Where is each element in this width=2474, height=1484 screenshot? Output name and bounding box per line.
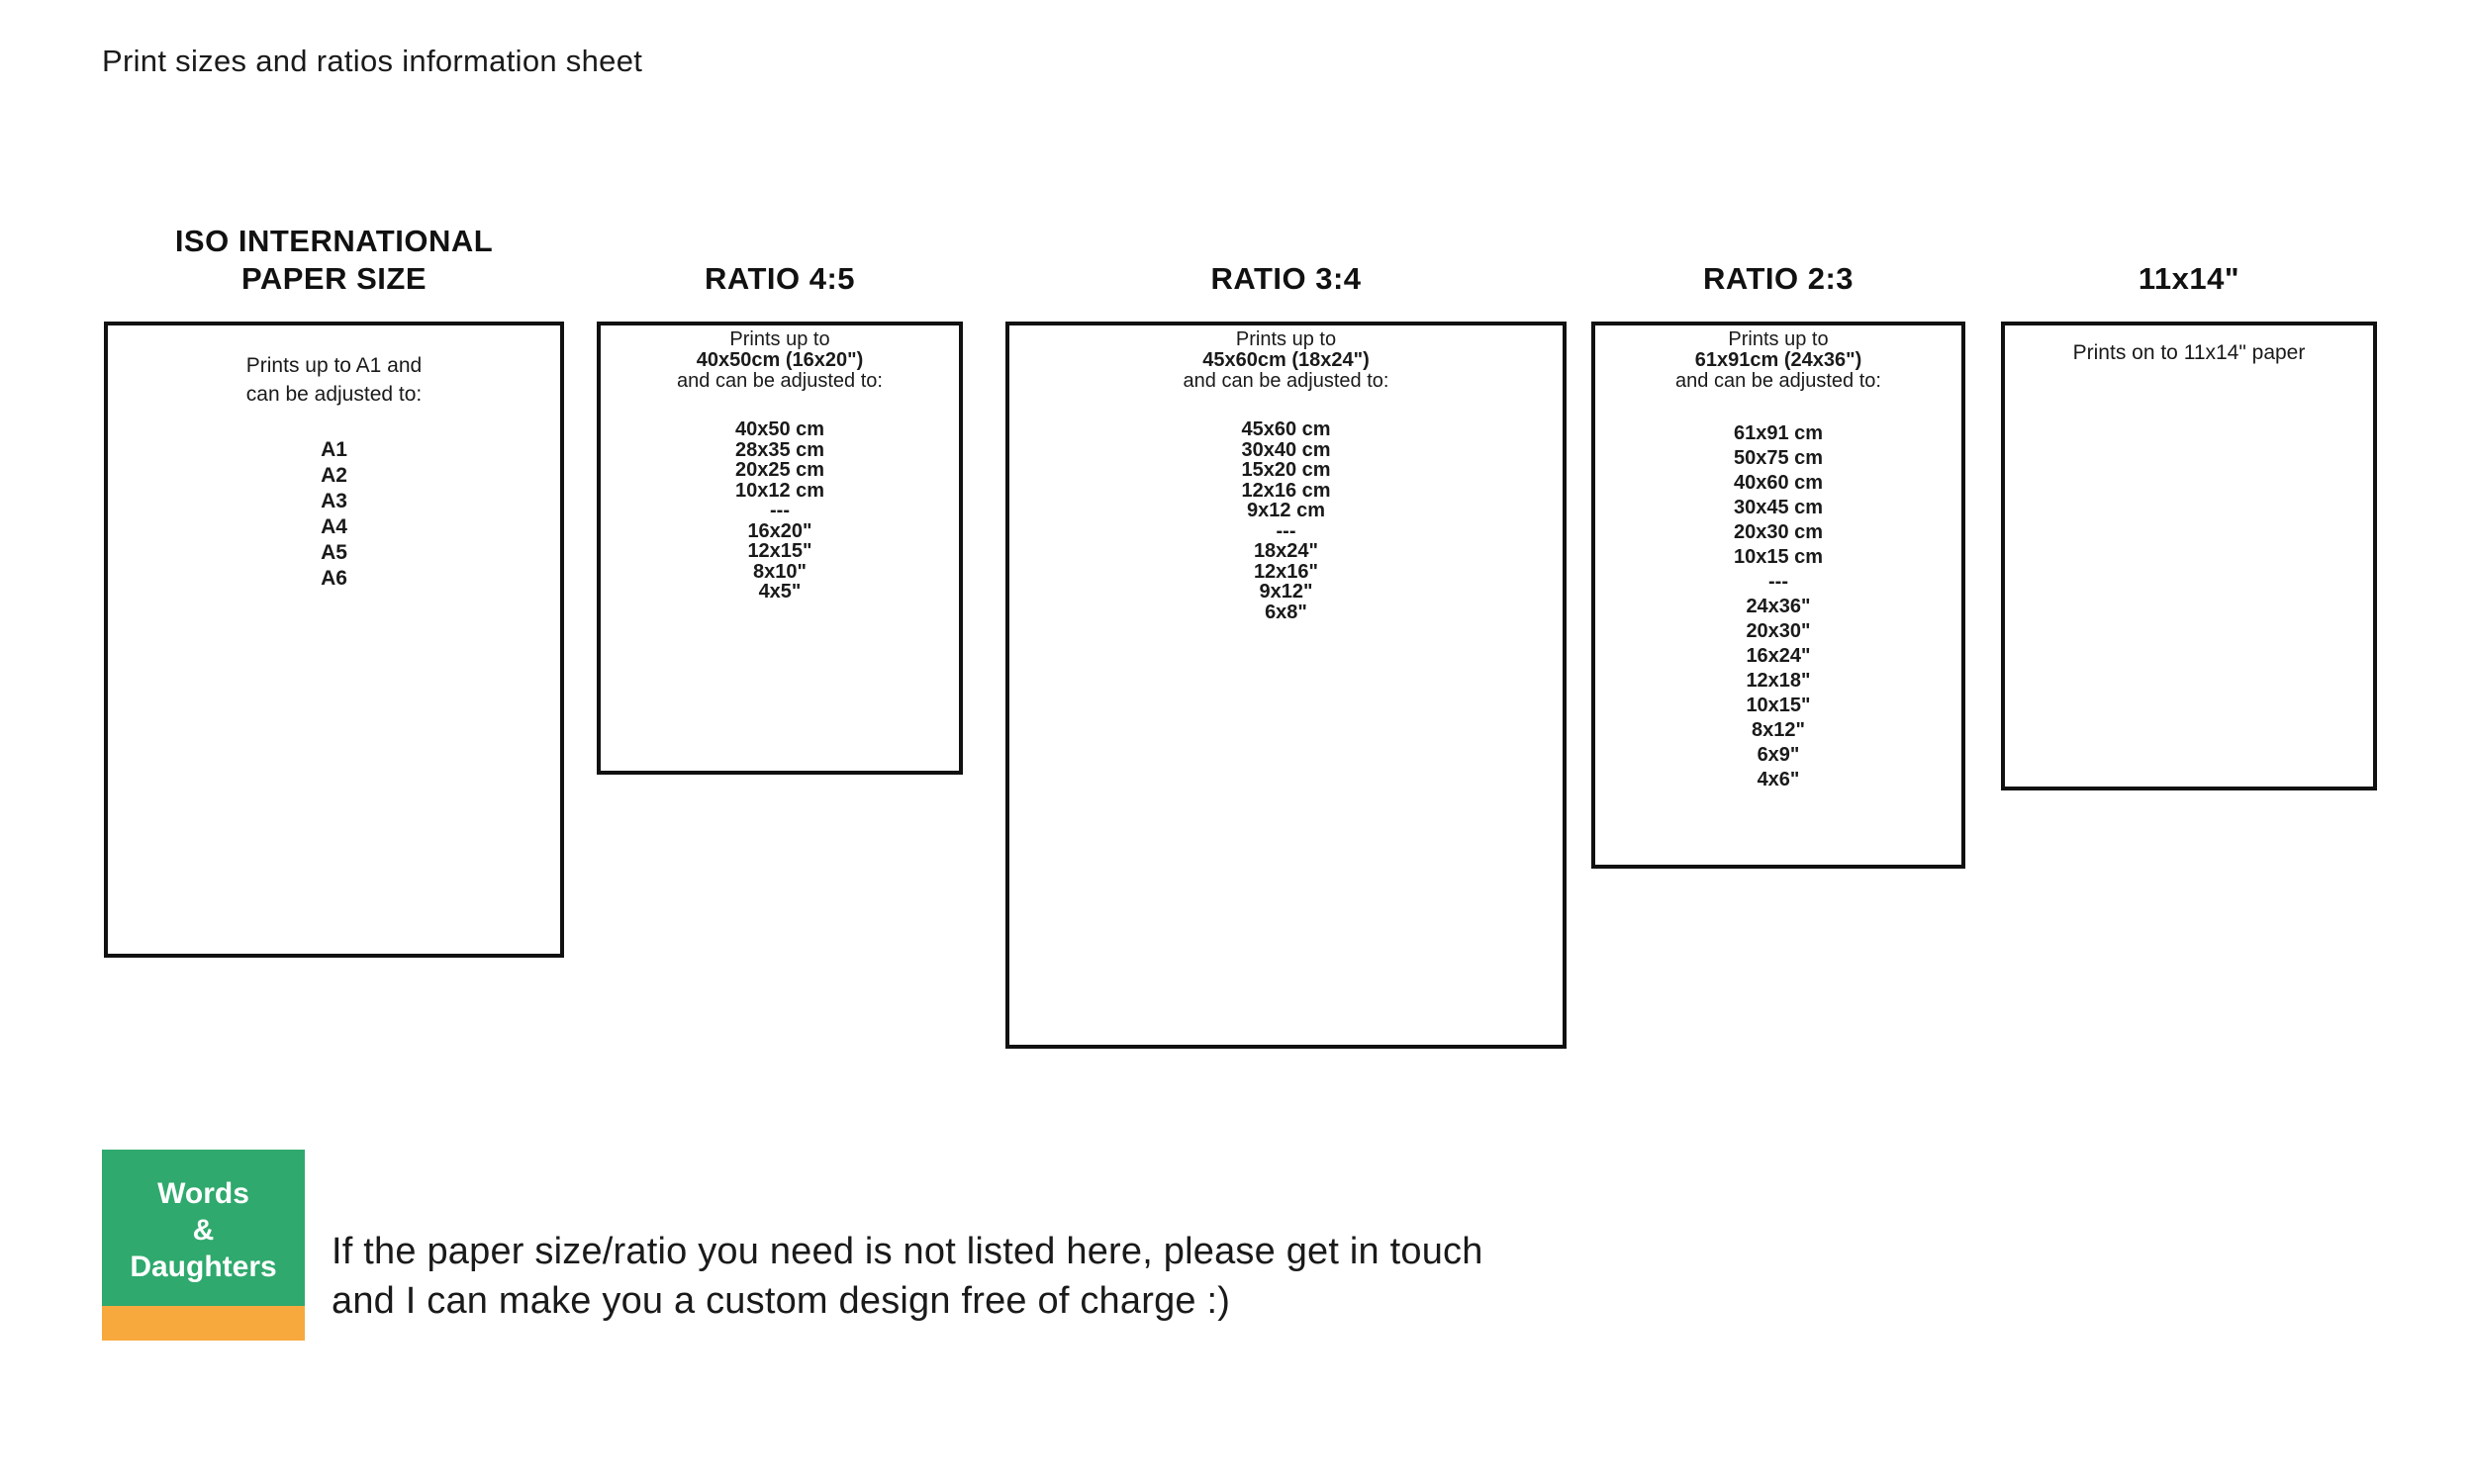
page-title: Print sizes and ratios information sheet (102, 44, 643, 78)
size-item: 28x35 cm (734, 438, 825, 461)
brand-logo-line: Daughters (130, 1250, 277, 1283)
size-item: 10x15" (1746, 695, 1811, 716)
intro-line: and can be adjusted to: (677, 370, 883, 392)
size-item: 10x12 cm (734, 479, 825, 502)
intro-line: can be adjusted to: (245, 383, 423, 406)
size-item: 30x45 cm (1733, 497, 1824, 518)
intro-line: and can be adjusted to: (1675, 370, 1881, 392)
size-separator: --- (1768, 571, 1788, 593)
intro-line: Prints up to A1 and (245, 354, 423, 377)
size-item: 16x24" (1746, 645, 1811, 667)
size-item: 8x10" (753, 560, 807, 583)
column-header-line: PAPER SIZE (240, 261, 428, 296)
size-item: 6x9" (1757, 744, 1800, 766)
intro-line: 61x91cm (24x36") (1694, 349, 1862, 371)
brand-logo-green: Words & Daughters (102, 1150, 305, 1306)
size-item: 4x6" (1757, 769, 1800, 790)
column-header-line: ISO INTERNATIONAL (174, 224, 494, 258)
footer-note-line: and I can make you a custom design free … (332, 1280, 1231, 1322)
size-item: 40x60 cm (1733, 472, 1824, 494)
size-item: A2 (321, 464, 347, 487)
size-item: 8x12" (1752, 719, 1805, 741)
size-item: 20x30 cm (1733, 521, 1824, 543)
intro-line: Prints up to (729, 328, 830, 350)
size-item: 12x16 cm (1241, 479, 1331, 502)
column-header-line: RATIO 4:5 (704, 261, 856, 296)
column-header: 11x14" (2001, 210, 2377, 322)
size-list: 61x91 cm 50x75 cm 40x60 cm 30x45 cm 20x30 cm… (1595, 421, 1961, 792)
brand-logo: Words & Daughters (102, 1150, 305, 1341)
column-header-line: RATIO 2:3 (1702, 261, 1855, 296)
size-item: 9x12" (1259, 581, 1313, 603)
size-item: 4x5" (758, 581, 802, 603)
size-item: 12x15" (747, 540, 812, 562)
column-header-line: RATIO 3:4 (1210, 261, 1362, 296)
intro-line: 45x60cm (18x24") (1202, 349, 1370, 371)
size-item: 50x75 cm (1733, 447, 1824, 469)
column-header-line: 11x14" (2138, 261, 2240, 296)
size-item: 45x60 cm (1241, 418, 1331, 440)
size-item: 20x30" (1746, 620, 1811, 642)
size-item: 15x20 cm (1241, 459, 1331, 481)
brand-logo-orange (102, 1306, 305, 1341)
paper-outline-box: Prints up to A1 and can be adjusted to: A… (104, 322, 564, 958)
intro-line: Prints up to (1235, 328, 1337, 350)
size-item: A5 (321, 541, 347, 564)
size-item: A1 (321, 438, 347, 461)
size-item: 10x15 cm (1733, 546, 1824, 568)
column-intro: Prints on to 11x14" paper (2005, 341, 2373, 365)
size-item: A4 (321, 515, 347, 538)
size-item: 24x36" (1746, 596, 1811, 617)
size-item: A6 (321, 567, 347, 590)
size-item: 40x50 cm (734, 418, 825, 440)
intro-line: 40x50cm (16x20") (696, 349, 864, 371)
intro-line: Prints up to (1728, 328, 1829, 350)
size-item: 18x24" (1253, 540, 1319, 562)
size-separator: --- (770, 500, 790, 521)
paper-outline-box: Prints on to 11x14" paper (2001, 322, 2377, 790)
size-item: A3 (321, 490, 347, 512)
column-intro: Prints up to A1 and can be adjusted to: (108, 351, 560, 409)
size-item: 9x12 cm (1247, 500, 1325, 521)
size-item: 61x91 cm (1733, 422, 1824, 444)
footer-note-line: If the paper size/ratio you need is not … (332, 1231, 1483, 1272)
column-11x14: 11x14" Prints on to 11x14" paper (2001, 210, 2377, 790)
size-item: 12x16" (1253, 560, 1319, 583)
brand-logo-line: & (192, 1213, 215, 1247)
intro-line: and can be adjusted to: (1183, 370, 1389, 392)
size-item: 6x8" (1265, 601, 1307, 623)
column-header: RATIO 3:4 (1005, 210, 1567, 322)
footer-note: If the paper size/ratio you need is not … (332, 1227, 1483, 1326)
size-item: 30x40 cm (1241, 438, 1331, 461)
size-item: 16x20" (747, 519, 812, 542)
size-item: 20x25 cm (734, 459, 825, 481)
size-item: 12x18" (1746, 670, 1811, 692)
column-header: RATIO 2:3 (1591, 210, 1965, 322)
size-separator: --- (1276, 519, 1296, 542)
column-header: RATIO 4:5 (597, 210, 963, 322)
brand-logo-line: Words (157, 1176, 249, 1210)
intro-line: Prints on to 11x14" paper (2072, 341, 2306, 364)
